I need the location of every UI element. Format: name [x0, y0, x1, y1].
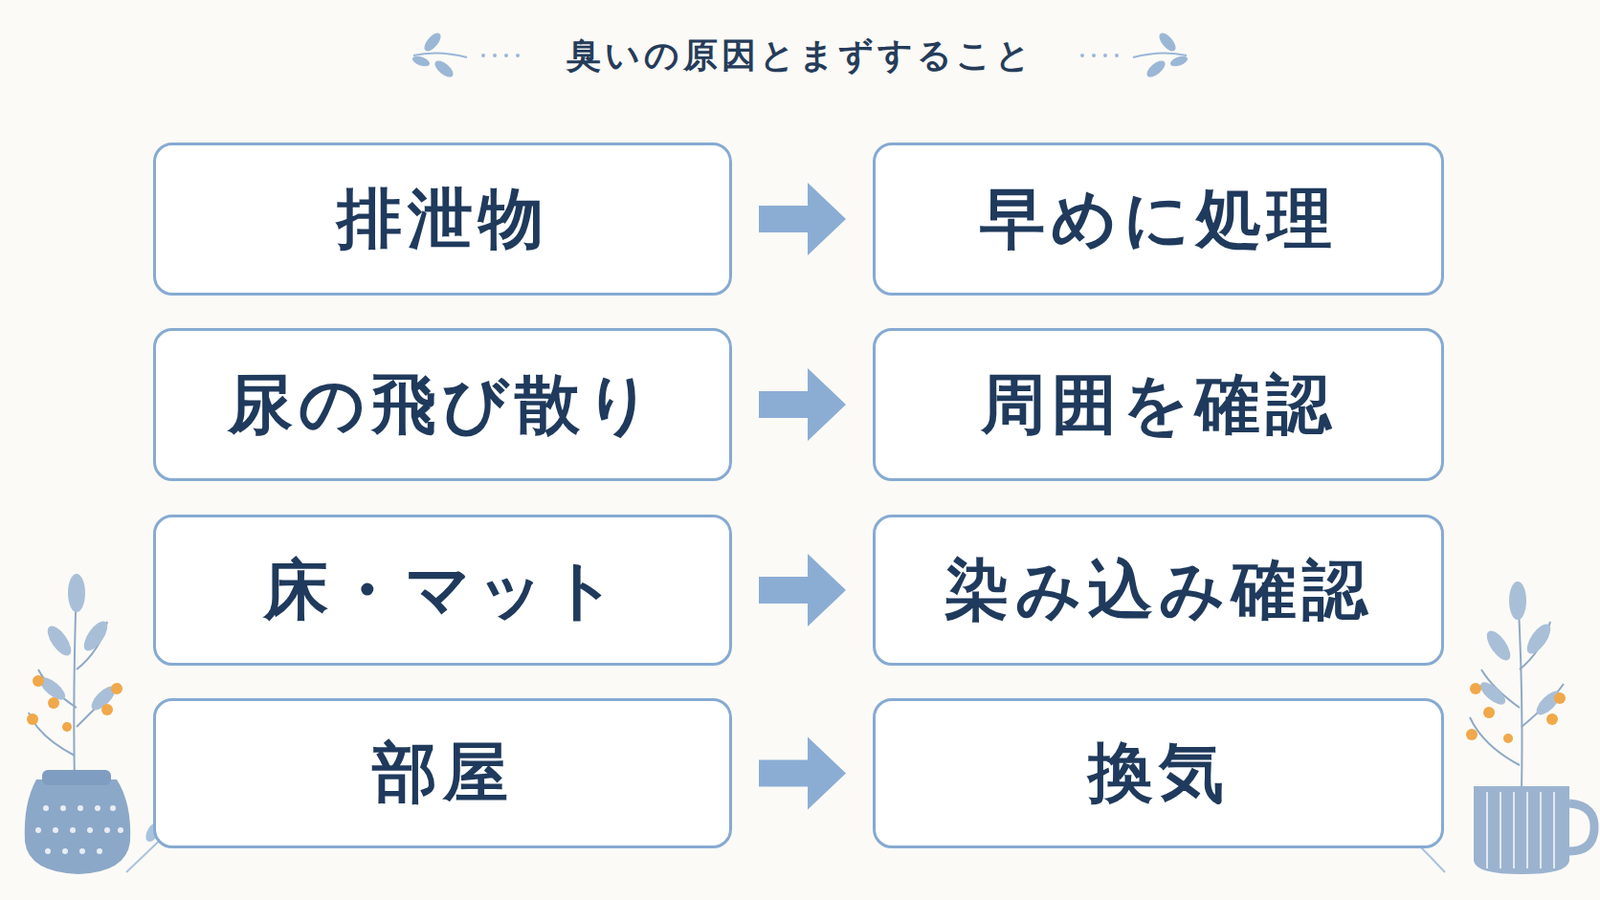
box-label: 換気 — [1088, 737, 1230, 810]
action-box: 染み込み確認 — [872, 514, 1445, 667]
box-label: 排泄物 — [336, 183, 550, 256]
box-label: 部屋 — [372, 737, 514, 810]
block-arrow — [758, 368, 846, 442]
cause-box: 床・マット — [153, 514, 733, 667]
cause-box: 尿の飛び散り — [153, 328, 733, 482]
box-label: 床・マット — [263, 555, 623, 627]
box-label: 尿の飛び散り — [227, 369, 659, 442]
block-arrow — [758, 554, 846, 627]
box-label: 染み込み確認 — [944, 555, 1374, 627]
cause-box: 部屋 — [153, 698, 733, 849]
box-label: 早めに処理 — [979, 183, 1338, 256]
block-arrow — [758, 737, 846, 811]
action-box: 周囲を確認 — [872, 328, 1445, 482]
action-box: 換気 — [872, 698, 1445, 849]
action-box: 早めに処理 — [872, 142, 1445, 296]
cause-box: 排泄物 — [153, 142, 733, 296]
diagram-title: 臭いの原因とまずすること — [0, 32, 1600, 80]
block-arrow — [758, 182, 846, 256]
box-label: 周囲を確認 — [980, 369, 1337, 442]
